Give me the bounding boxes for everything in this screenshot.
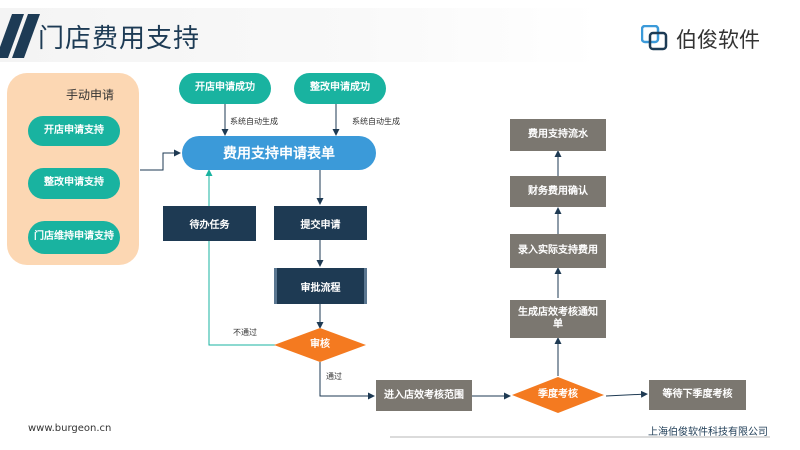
generate-notice-node: 生成店效考核通知单 bbox=[510, 300, 606, 338]
quarterly-review-label: 季度考核 bbox=[538, 389, 578, 401]
footer-url: www.burgeon.cn bbox=[28, 423, 112, 434]
expense-flow-node: 费用支持流水 bbox=[510, 119, 606, 151]
submit-apply-node: 提交申请 bbox=[274, 206, 367, 240]
record-expense-node: 录入实际支持费用 bbox=[510, 234, 606, 268]
manual-apply-title: 手动申请 bbox=[66, 88, 115, 102]
footer-company: 上海伯俊软件科技有限公司 bbox=[648, 427, 768, 438]
header-band bbox=[0, 8, 600, 62]
store-maintain-apply-button[interactable]: 门店维持申请支持 bbox=[28, 221, 120, 254]
pending-task-node: 待办任务 bbox=[163, 206, 256, 241]
pass-label: 通过 bbox=[326, 372, 342, 381]
open-store-success-node: 开店申请成功 bbox=[179, 73, 271, 104]
auto-generate-label: 系统自动生成 bbox=[352, 117, 400, 126]
open-store-apply-button[interactable]: 开店申请支持 bbox=[28, 116, 120, 146]
expense-form-node: 费用支持申请表单 bbox=[182, 136, 376, 170]
enter-scope-node: 进入店效考核范围 bbox=[376, 380, 472, 411]
quarterly-review-diamond-shape bbox=[512, 377, 604, 413]
not-pass-label: 不通过 bbox=[233, 328, 257, 337]
review-diamond-shape bbox=[274, 328, 366, 362]
logo-text: 伯俊软件 bbox=[676, 28, 760, 52]
wait-next-quarter-node: 等待下季度考核 bbox=[649, 380, 746, 410]
approval-flow-node: 审批流程 bbox=[274, 268, 367, 304]
auto-generate-label: 系统自动生成 bbox=[230, 117, 278, 126]
logo-icon bbox=[641, 25, 668, 51]
rectify-success-node: 整改申请成功 bbox=[294, 73, 386, 104]
rectify-apply-button[interactable]: 整改申请支持 bbox=[28, 168, 120, 199]
page-title: 门店费用支持 bbox=[38, 24, 201, 54]
finance-confirm-node: 财务费用确认 bbox=[510, 176, 606, 207]
review-diamond-label: 审核 bbox=[310, 339, 330, 351]
